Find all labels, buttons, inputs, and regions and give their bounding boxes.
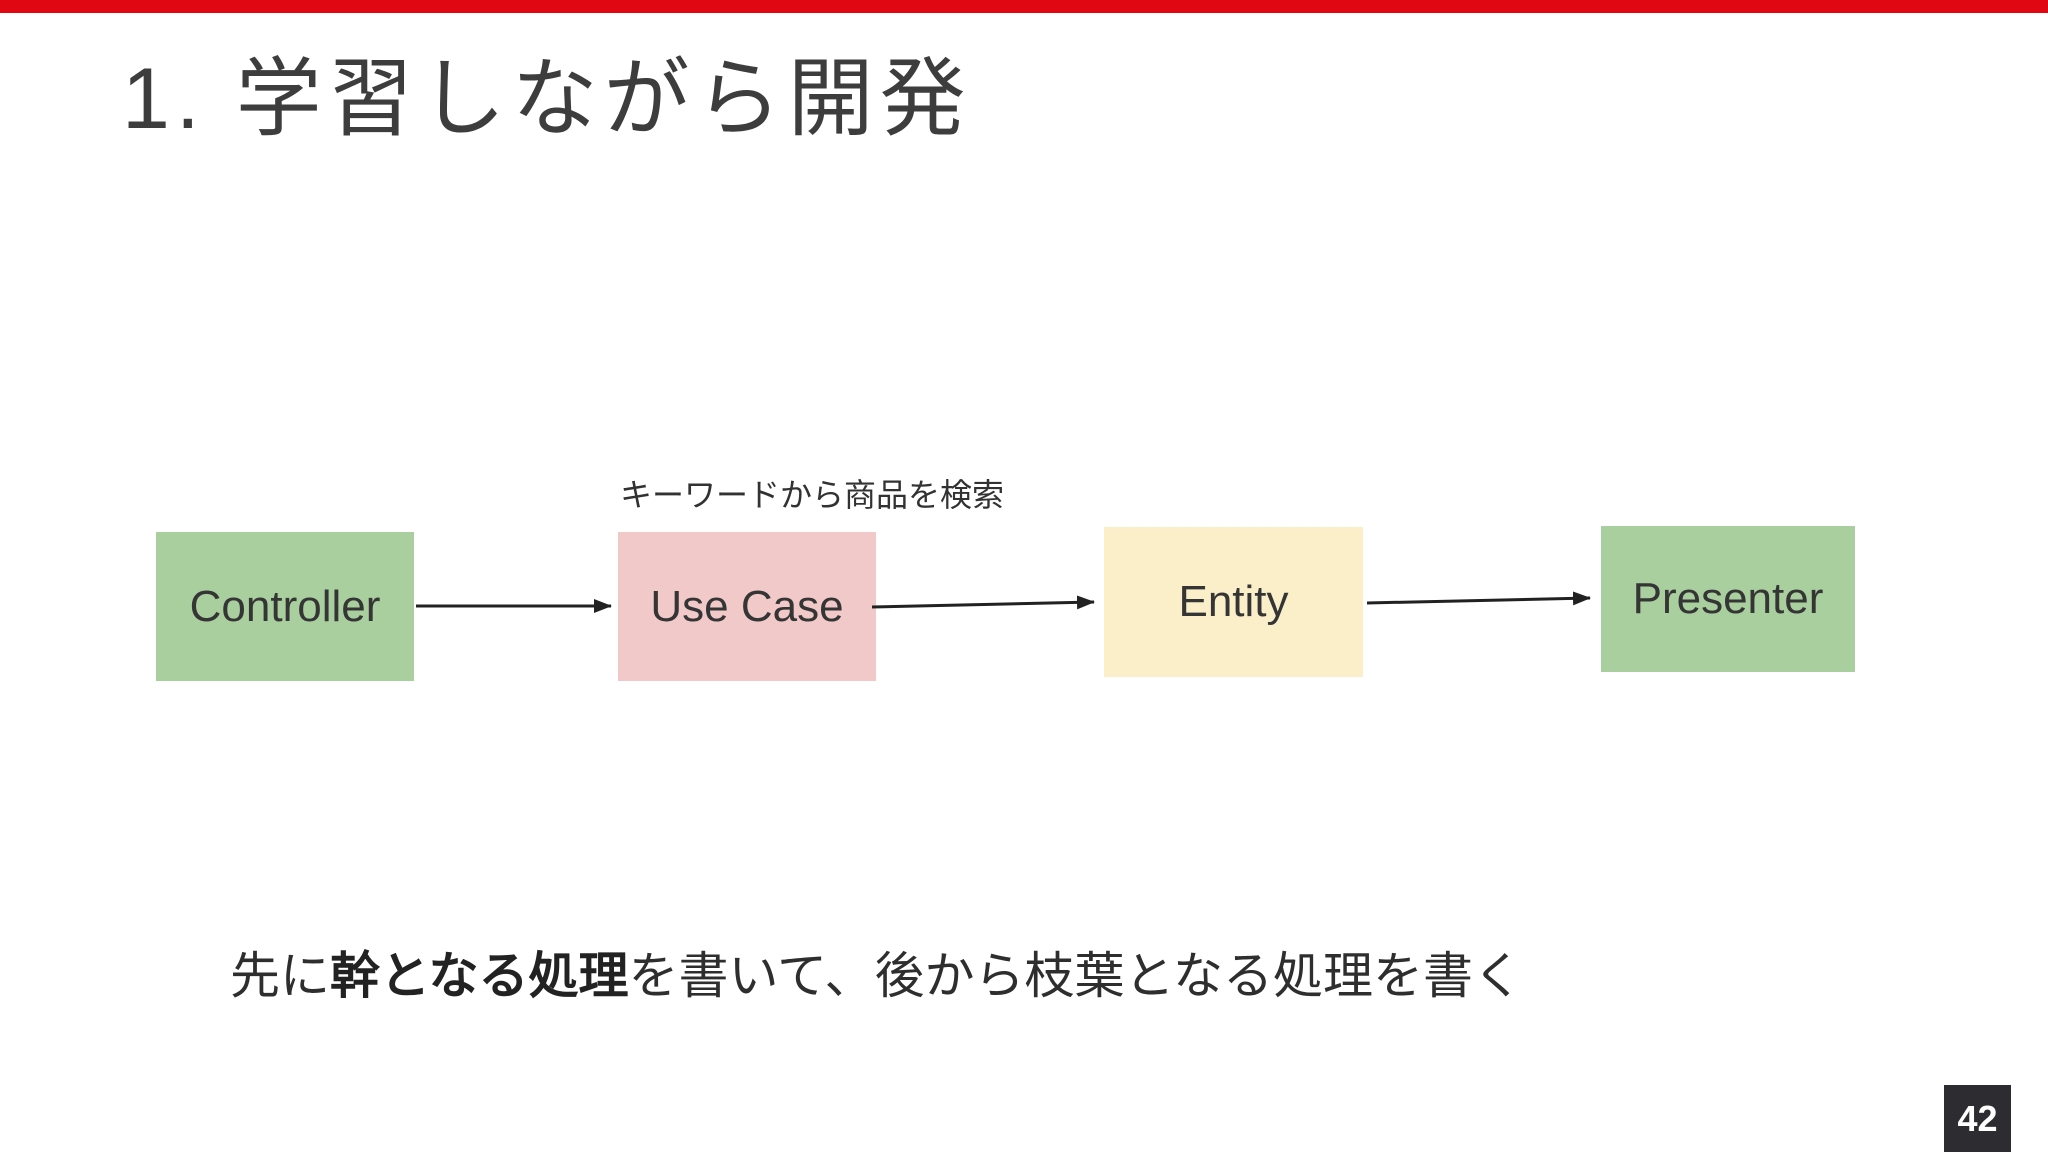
slide-title: 1. 学習しながら開発 (122, 51, 972, 147)
body-text-suffix: を書いて、後から枝葉となる処理を書く (628, 948, 1524, 1004)
slide-body-text: 先に幹となる処理を書いて、後から枝葉となる処理を書く (230, 944, 1523, 1009)
node-label-presenter: Presenter (1632, 574, 1824, 623)
diagram-node-controller: Controller (156, 532, 414, 681)
diagram-node-entity: Entity (1104, 527, 1363, 677)
top-accent-bar (0, 0, 2048, 13)
arrow-usecase-to-entity (871, 595, 1095, 610)
node-label-entity: Entity (1178, 577, 1289, 626)
arrow-entity-to-presenter (1366, 591, 1591, 606)
node-label-usecase: Use Case (650, 581, 844, 631)
page-number-badge: 42 (1944, 1085, 2011, 1152)
node-label-controller: Controller (189, 581, 381, 631)
usecase-annotation: キーワードから商品を検索 (620, 477, 1005, 513)
body-text-bold: 幹となる処理 (330, 948, 629, 1004)
diagram-node-presenter: Presenter (1601, 526, 1855, 672)
diagram-node-usecase: Use Case (618, 532, 876, 681)
body-text-prefix: 先に (230, 948, 330, 1004)
